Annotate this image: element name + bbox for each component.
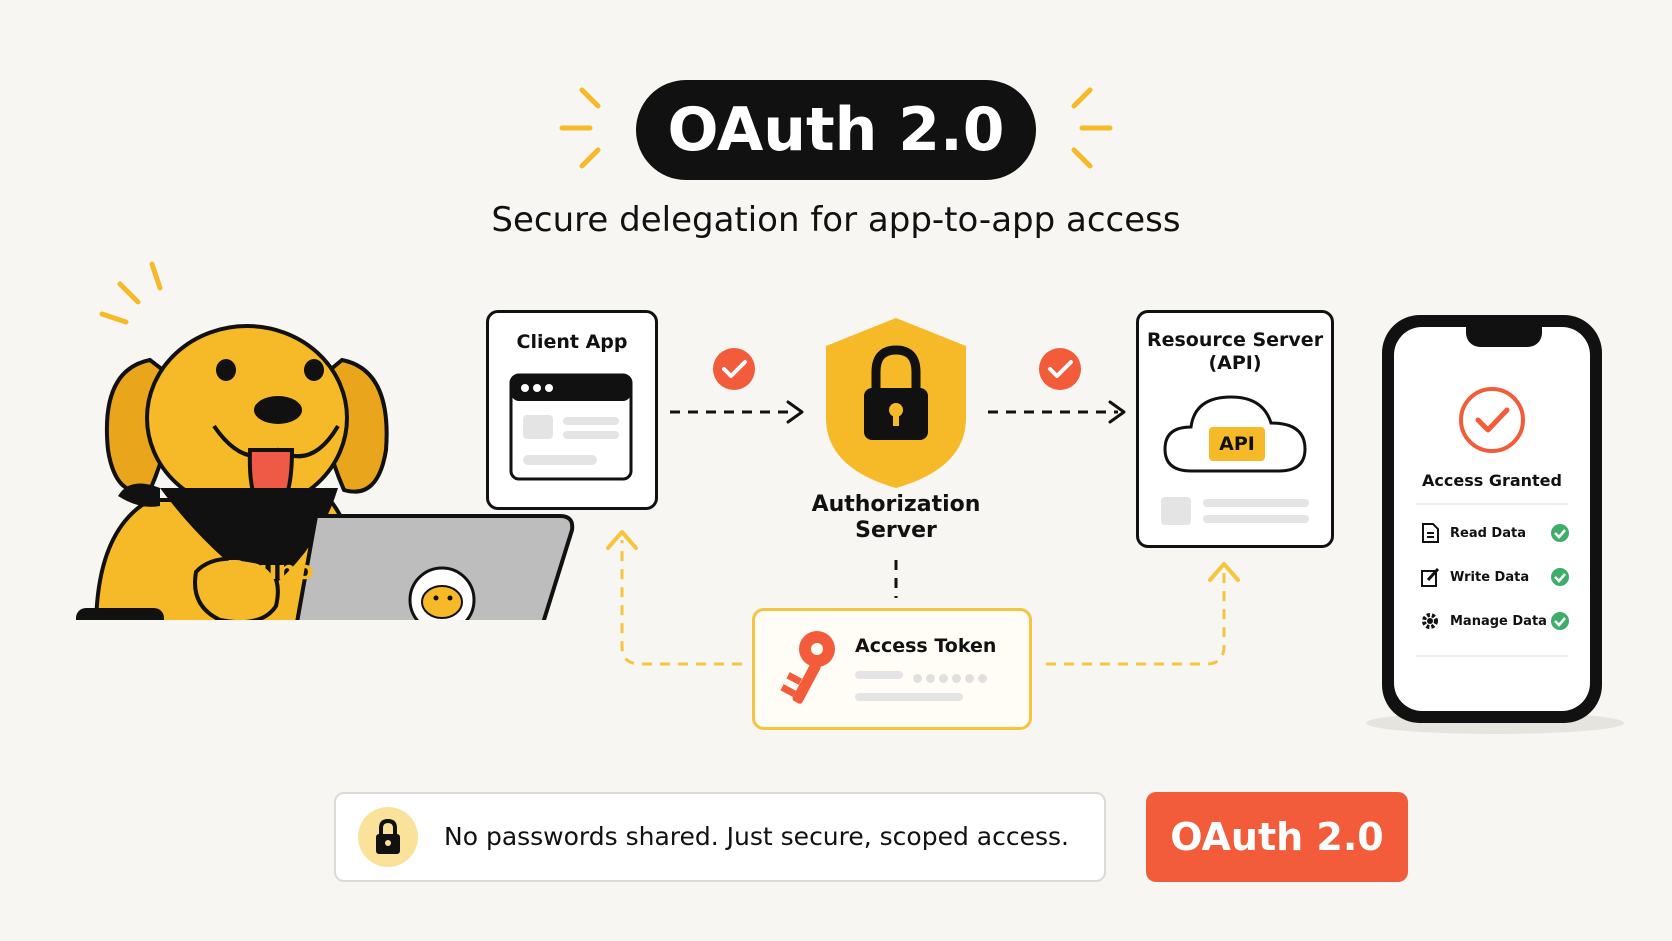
footer-note: No passwords shared. Just secure, scoped… [334, 792, 1106, 882]
arrow-up-icon [606, 530, 638, 550]
access-granted-label: Access Granted [1422, 471, 1562, 490]
bandana-name: Bruno [226, 556, 314, 586]
dog-paw [193, 556, 280, 620]
check-circle-icon [1459, 387, 1525, 453]
browser-window-icon [509, 373, 633, 481]
bandana [160, 488, 338, 592]
access-token-label: Access Token [855, 635, 997, 657]
check-icon [1551, 568, 1569, 586]
resource-server-label: Resource Server (API) [1146, 329, 1324, 374]
resource-server-card: Resource Server (API) API [1136, 310, 1334, 548]
flow-arrows [670, 410, 1118, 598]
api-chip: API [1209, 427, 1265, 461]
page-subtitle: Secure delegation for app-to-app access [491, 200, 1181, 240]
phone-screen: Access Granted Read Data Write Data Mana… [1394, 327, 1590, 711]
permission-row-manage: Manage Data [1420, 609, 1570, 633]
client-app-card: Client App [486, 310, 658, 510]
footer-note-text: No passwords shared. Just secure, scoped… [444, 822, 1069, 851]
token-paths [620, 540, 1226, 666]
lock-icon [358, 807, 418, 867]
mascot-illustration [76, 324, 575, 620]
sparkle-dog-icon [99, 261, 163, 325]
auth-server-label: Authorization Server [811, 492, 981, 543]
sparkle-left-icon [559, 87, 601, 169]
shield-lock-icon [826, 318, 966, 488]
phone-device: Access Granted Read Data Write Data Mana… [1382, 315, 1602, 723]
gear-icon [1422, 613, 1438, 629]
arrow-up-icon [1208, 562, 1240, 582]
check-badge-icon [713, 348, 755, 390]
arrow-head-icon [1108, 400, 1126, 424]
edit-icon [1421, 567, 1440, 587]
permission-row-read: Read Data [1420, 521, 1570, 545]
client-app-label: Client App [516, 331, 628, 353]
sparkle-right-icon [1071, 87, 1113, 169]
check-icon [1551, 524, 1569, 542]
check-badge-icon [1039, 348, 1081, 390]
page-title: OAuth 2.0 [636, 80, 1036, 180]
dog-nose [254, 396, 302, 424]
arrow-head-icon [786, 400, 804, 424]
document-icon [1422, 523, 1439, 543]
oauth-badge: OAuth 2.0 [1146, 792, 1408, 882]
check-icon [1551, 612, 1569, 630]
access-token-card: Access Token [752, 608, 1032, 730]
permission-row-write: Write Data [1420, 565, 1570, 589]
mug-icon [76, 608, 164, 620]
dog-head [145, 324, 349, 512]
key-icon [780, 631, 835, 704]
